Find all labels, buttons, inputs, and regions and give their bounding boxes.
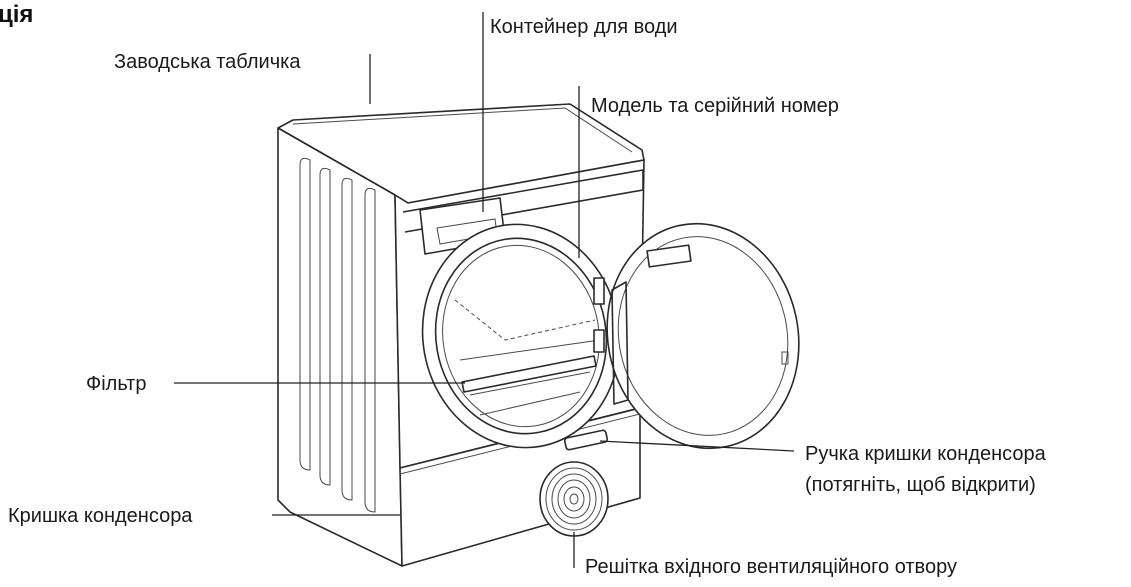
label-condenser-cover: Кришка конденсора — [8, 505, 193, 527]
door-hinge-top — [593, 277, 605, 305]
door-hinge-bottom — [593, 329, 605, 353]
control-panel — [402, 169, 644, 233]
door-seal — [611, 281, 629, 405]
label-air-inlet-grille: Решітка вхідного вентиляційного отвору — [585, 556, 957, 578]
lint-filter — [461, 355, 597, 393]
label-model-serial: Модель та серійний номер — [591, 95, 839, 117]
drum-interior — [459, 339, 601, 416]
label-filter: Фільтр — [86, 373, 147, 395]
label-water-container: Контейнер для води — [490, 16, 678, 38]
door — [606, 222, 800, 450]
label-rating-plate: Заводська табличка — [114, 51, 301, 73]
model-serial-sticker — [646, 244, 692, 268]
condenser-cover-handle — [563, 429, 609, 451]
air-inlet-grille — [539, 461, 609, 537]
label-condenser-handle-line1: Ручка кришки конденсора — [805, 443, 1046, 465]
dryer-side-panel — [277, 127, 403, 567]
leader-condenser-handle — [599, 440, 795, 452]
label-condenser-handle-line2: (потягніть, щоб відкрити) — [805, 474, 1036, 496]
door-latch — [781, 351, 789, 365]
section-heading: ція — [0, 1, 34, 28]
